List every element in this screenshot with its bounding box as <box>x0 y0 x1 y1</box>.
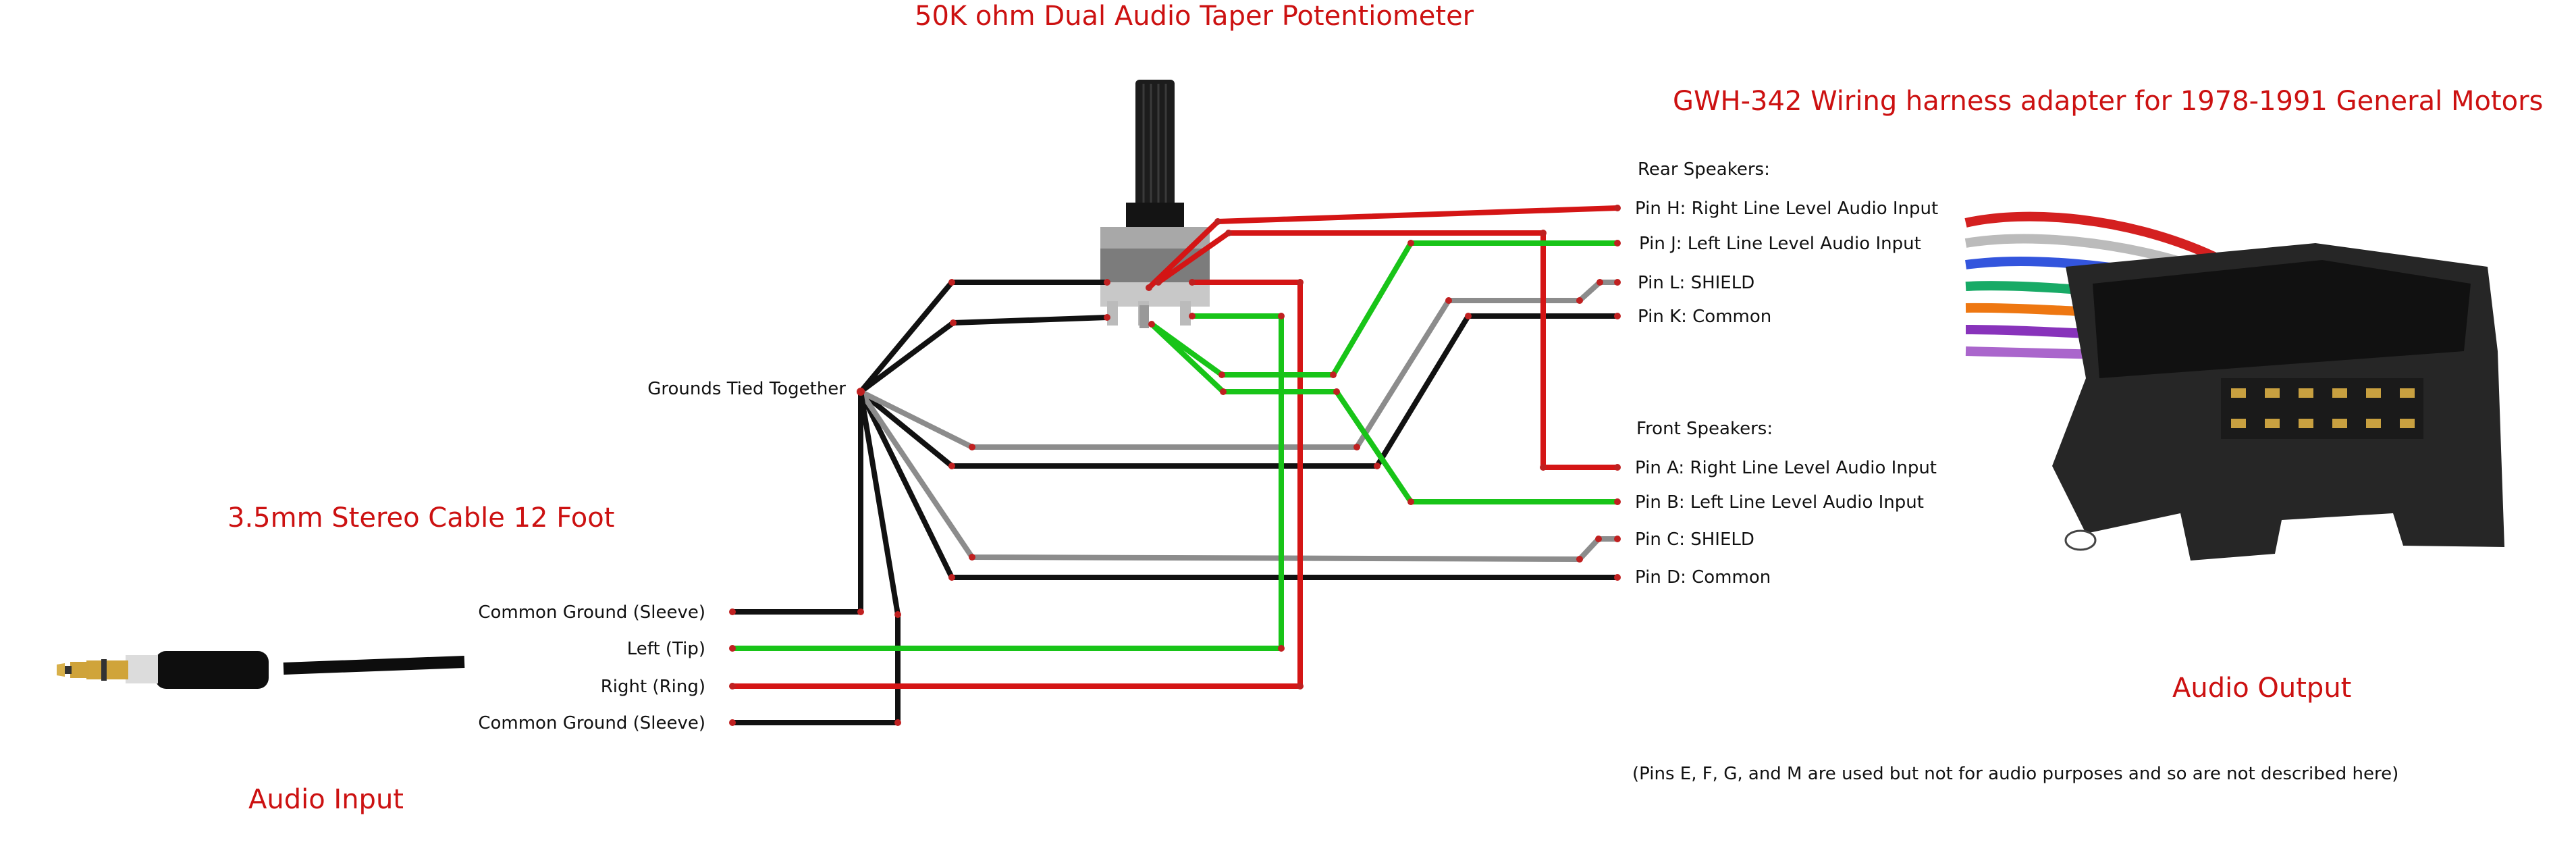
grounds-node <box>857 388 865 396</box>
input-left-label: Left (Tip) <box>627 639 705 659</box>
pin-k-label: Pin K: Common <box>1638 307 1771 327</box>
pin-a-label: Pin A: Right Line Level Audio Input <box>1635 458 1937 478</box>
pin-b-label: Pin B: Left Line Level Audio Input <box>1635 492 1924 513</box>
potentiometer-icon <box>1100 80 1210 328</box>
audio-output-title: Audio Output <box>2172 673 2351 704</box>
pin-c-label: Pin C: SHIELD <box>1635 529 1754 550</box>
input-ground-2-label: Common Ground (Sleeve) <box>478 713 705 733</box>
pin-l-label: Pin L: SHIELD <box>1638 273 1754 293</box>
pin-d-label: Pin D: Common <box>1635 567 1771 588</box>
harness-title: GWH-342 Wiring harness adapter for 1978-… <box>1673 86 2543 117</box>
pin-h-label: Pin H: Right Line Level Audio Input <box>1635 199 1938 219</box>
rear-speakers-label: Rear Speakers: <box>1638 159 1770 180</box>
audio-input-title: Audio Input <box>248 784 404 815</box>
front-speakers-label: Front Speakers: <box>1636 419 1773 439</box>
input-right-label: Right (Ring) <box>601 677 705 697</box>
input-ground-1-label: Common Ground (Sleeve) <box>478 602 705 623</box>
pin-j-label: Pin J: Left Line Level Audio Input <box>1639 234 1921 254</box>
grounds-label: Grounds Tied Together <box>647 379 846 399</box>
cable-title: 3.5mm Stereo Cable 12 Foot <box>227 502 614 534</box>
footnote: (Pins E, F, G, and M are used but not fo… <box>1632 764 2398 784</box>
wire-nodes <box>729 205 1621 726</box>
potentiometer-title: 50K ohm Dual Audio Taper Potentiometer <box>915 1 1474 32</box>
stereo-jack-icon <box>57 651 465 689</box>
harness-connector-icon <box>1964 211 2504 561</box>
